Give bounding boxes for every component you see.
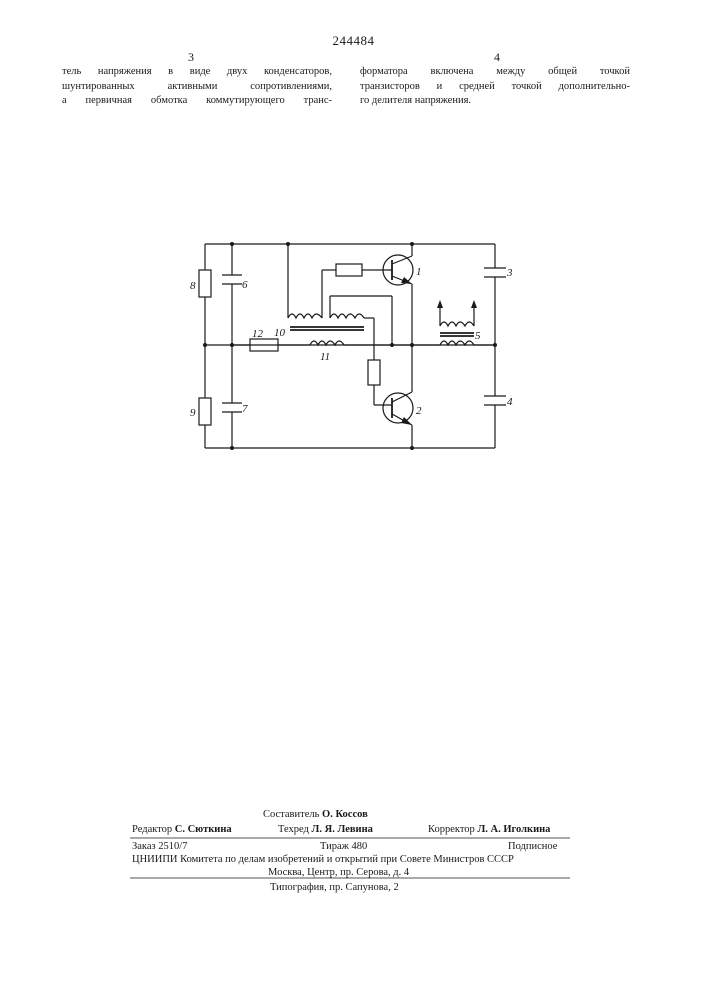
order-number: Заказ 2510/7 xyxy=(132,840,187,853)
circulation: Тираж 480 xyxy=(320,840,367,853)
committee-line: ЦНИИПИ Комитета по делам изобретений и о… xyxy=(132,853,514,866)
printing-line: Типография, пр. Сапунова, 2 xyxy=(270,881,399,894)
subscription: Подписное xyxy=(508,840,557,853)
address-line: Москва, Центр, пр. Серова, д. 4 xyxy=(268,866,409,879)
